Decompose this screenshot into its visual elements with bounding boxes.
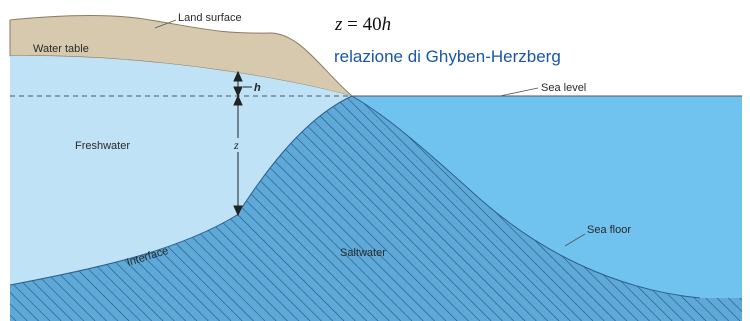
- z-symbol: z: [233, 138, 239, 152]
- sea-floor-label: Sea floor: [587, 224, 631, 236]
- h-measure-arrow: [233, 70, 243, 106]
- saltwater-label: Saltwater: [340, 247, 386, 259]
- formula-lhs: z: [334, 14, 343, 35]
- land-surface-label: Land surface: [178, 12, 242, 24]
- sea-level-label: Sea level: [541, 82, 586, 94]
- land-surface-leader: [154, 19, 177, 29]
- formula-rhs-number: 40: [363, 14, 382, 35]
- formula: z = 40h: [334, 14, 391, 35]
- interface-line: [9, 95, 353, 286]
- z-measure-arrow: [233, 104, 243, 217]
- formula-caption: relazione di Ghyben-Herzberg: [334, 47, 561, 66]
- freshwater-label: Freshwater: [75, 140, 130, 152]
- sea-floor-line: [351, 95, 701, 299]
- z-label-bg: [232, 138, 244, 152]
- sea-floor-leader: [564, 233, 586, 247]
- formula-equals: =: [342, 14, 362, 35]
- sea-zone: [352, 96, 742, 298]
- water-table-label: Water table: [33, 43, 89, 55]
- saltwater-zone: [10, 96, 742, 321]
- formula-rhs-variable: h: [382, 14, 392, 35]
- h-symbol: h: [254, 82, 261, 94]
- freshwater-zone: [10, 55, 352, 285]
- sea-level-leader: [499, 87, 539, 97]
